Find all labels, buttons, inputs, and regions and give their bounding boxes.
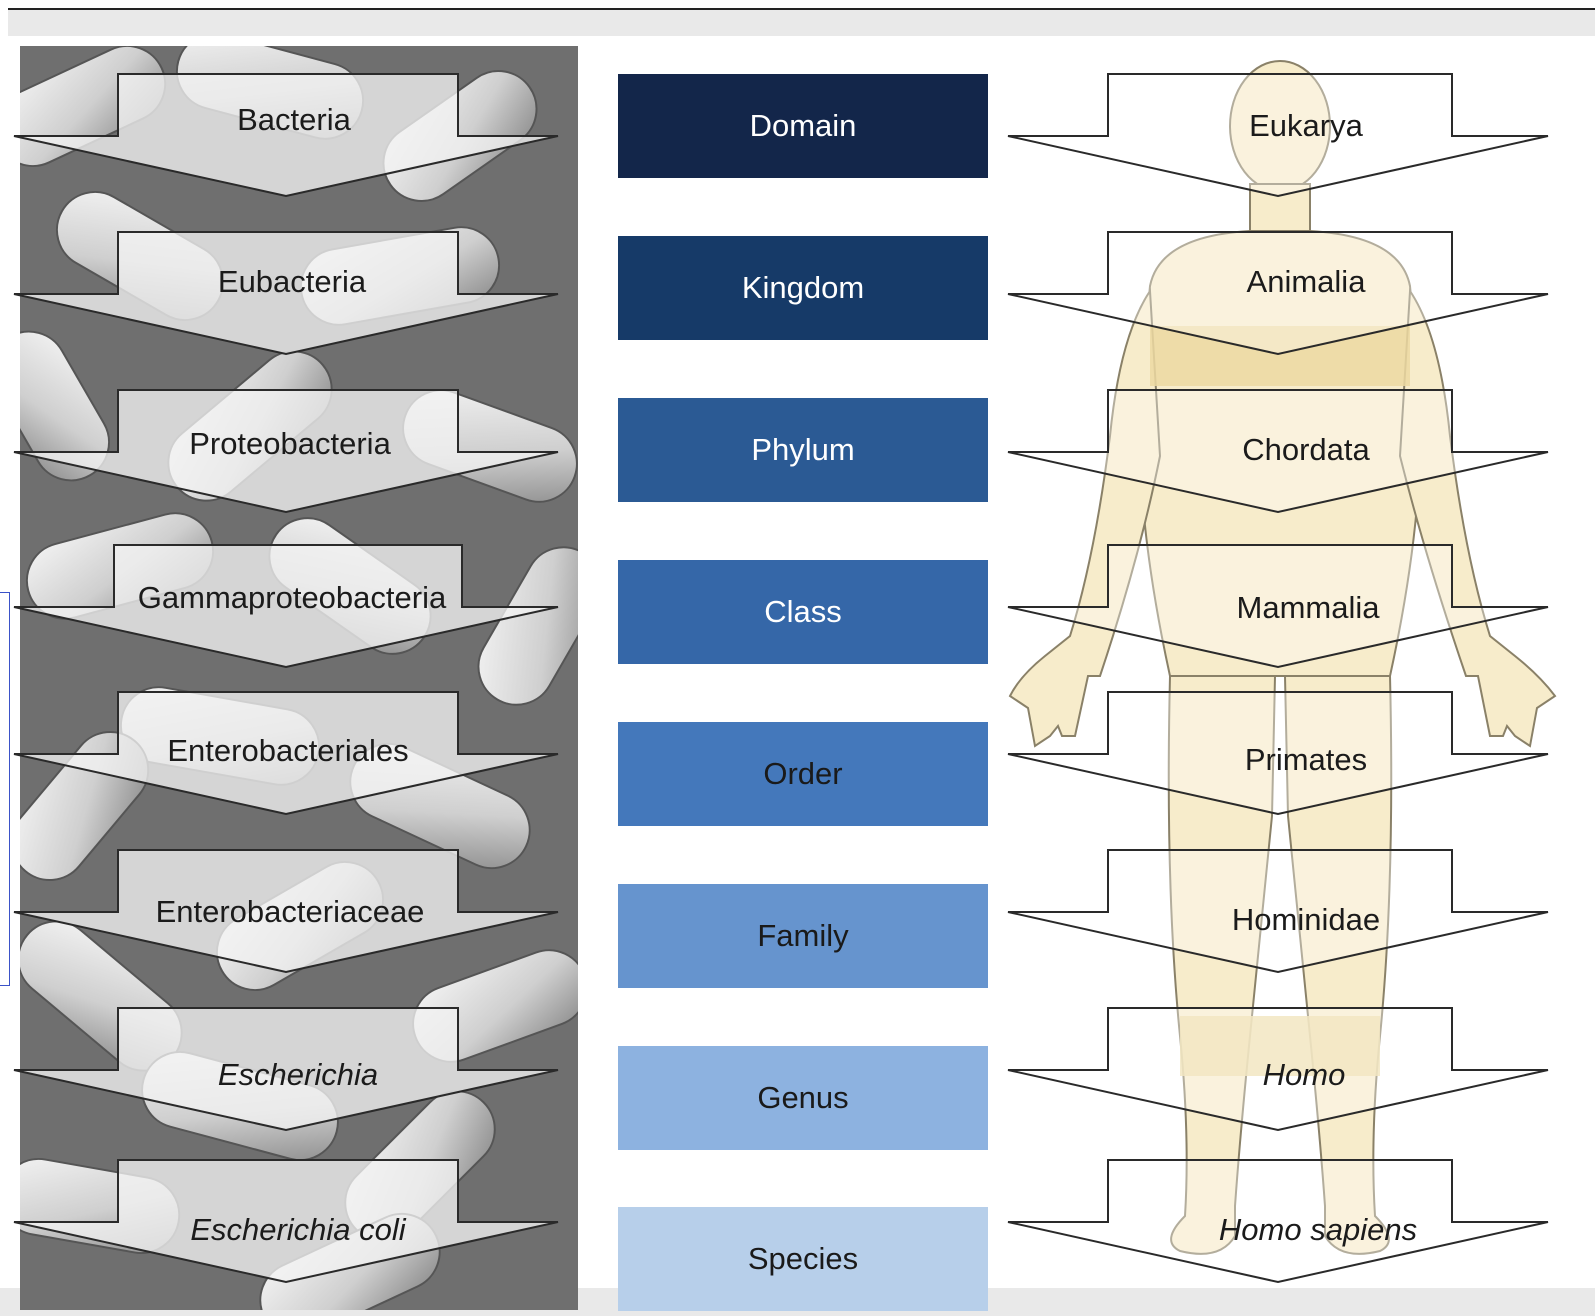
bacteria-taxon-label: Eubacteria — [218, 264, 366, 300]
human-taxon-label: Homo sapiens — [1219, 1212, 1417, 1248]
rank-family: Family — [618, 884, 988, 988]
top-band — [8, 10, 1595, 36]
rank-species: Species — [618, 1207, 988, 1311]
side-marker — [0, 592, 10, 986]
bacteria-taxon-label: Escherichia coli — [190, 1212, 405, 1248]
bacteria-micrograph — [20, 46, 578, 1310]
rank-label: Kingdom — [742, 270, 864, 306]
human-taxon-label: Hominidae — [1232, 902, 1380, 938]
human-figure — [1000, 36, 1595, 1288]
rank-label: Order — [763, 756, 842, 792]
bacteria-taxon-label: Escherichia — [218, 1057, 378, 1093]
rank-order: Order — [618, 722, 988, 826]
rank-label: Phylum — [751, 432, 854, 468]
rank-genus: Genus — [618, 1046, 988, 1150]
bacteria-taxon-label: Proteobacteria — [189, 426, 391, 462]
human-taxon-label: Eukarya — [1249, 108, 1363, 144]
human-taxon-label: Primates — [1245, 742, 1367, 778]
bacteria-taxon-label: Enterobacteriales — [167, 733, 408, 769]
human-taxon-label: Chordata — [1242, 432, 1370, 468]
rank-label: Class — [764, 594, 842, 630]
rank-phylum: Phylum — [618, 398, 988, 502]
rank-label: Species — [748, 1241, 858, 1277]
rank-label: Genus — [757, 1080, 848, 1116]
rank-label: Domain — [750, 108, 857, 144]
rank-class: Class — [618, 560, 988, 664]
bacteria-taxon-label: Enterobacteriaceae — [156, 894, 425, 930]
human-taxon-label: Homo — [1263, 1057, 1346, 1093]
human-taxon-label: Mammalia — [1237, 590, 1380, 626]
bacteria-taxon-label: Gammaproteobacteria — [138, 580, 446, 616]
rank-kingdom: Kingdom — [618, 236, 988, 340]
human-taxon-label: Animalia — [1247, 264, 1366, 300]
rank-label: Family — [757, 918, 848, 954]
bacteria-taxon-label: Bacteria — [237, 102, 351, 138]
rank-domain: Domain — [618, 74, 988, 178]
